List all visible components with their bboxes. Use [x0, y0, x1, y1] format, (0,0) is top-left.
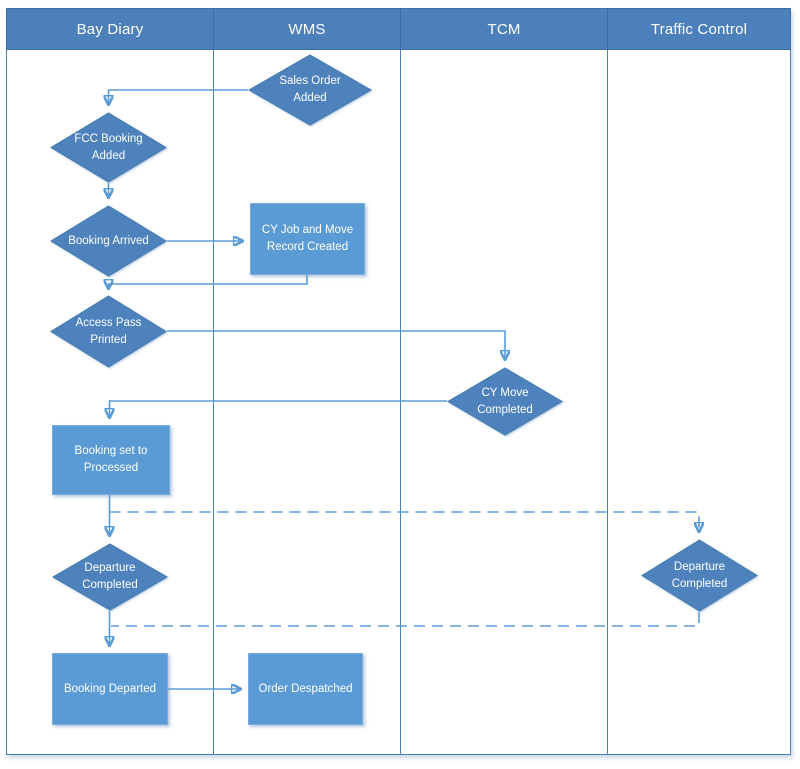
lane-divider-1: [212, 49, 215, 755]
lane-title: Bay Diary: [76, 20, 144, 38]
lane-title: WMS: [288, 20, 326, 38]
diamond-shape: [447, 367, 563, 436]
lane-header-traffic-control: Traffic Control: [607, 8, 791, 50]
node-order-despatched: Order Despatched: [248, 653, 363, 725]
node-cy-move-completed: CY Move Completed: [447, 367, 563, 436]
lane-title: TCM: [487, 20, 521, 38]
diamond-shape: [641, 539, 758, 612]
node-label: Booking set to Processed: [74, 445, 148, 474]
node-fcc-booking-added: FCC Booking Added: [50, 112, 167, 183]
lane-header-bay-diary: Bay Diary: [6, 8, 214, 50]
node-label: Booking Arrived: [68, 234, 149, 247]
node-label: FCC Booking Added: [74, 132, 143, 162]
diamond-shape: [50, 112, 167, 183]
diamond-shape: [52, 543, 168, 611]
node-booking-arrived: Booking Arrived: [50, 205, 167, 277]
lane-divider-3: [606, 49, 609, 755]
node-label: Departure Completed: [82, 562, 138, 591]
node-departure-completed-bay-diary: Departure Completed: [52, 543, 168, 611]
lane-header-tcm: TCM: [400, 8, 608, 50]
node-label: CY Move Completed: [477, 386, 533, 416]
node-sales-order-added: Sales Order Added: [248, 54, 372, 126]
node-access-pass-printed: Access Pass Printed: [50, 295, 167, 368]
node-label: Order Despatched: [258, 682, 353, 695]
lane-divider-2: [399, 49, 402, 755]
node-departure-completed-traffic: Departure Completed: [641, 539, 758, 612]
node-label: CY Job and Move Record Created: [261, 224, 354, 253]
node-booking-set-processed: Booking set to Processed: [52, 425, 170, 495]
node-label: Access Pass Printed: [75, 316, 142, 346]
diamond-shape: [248, 54, 372, 126]
lane-title: Traffic Control: [650, 20, 748, 38]
node-label: Booking Departed: [63, 682, 157, 695]
diamond-shape: [50, 295, 167, 368]
node-booking-departed: Booking Departed: [52, 653, 168, 725]
node-label: Departure Completed: [671, 560, 728, 590]
lane-header-wms: WMS: [213, 8, 401, 50]
node-cy-job-created: CY Job and Move Record Created: [250, 203, 365, 275]
node-label: Sales Order Added: [279, 75, 341, 104]
diamond-shape: [50, 205, 167, 277]
